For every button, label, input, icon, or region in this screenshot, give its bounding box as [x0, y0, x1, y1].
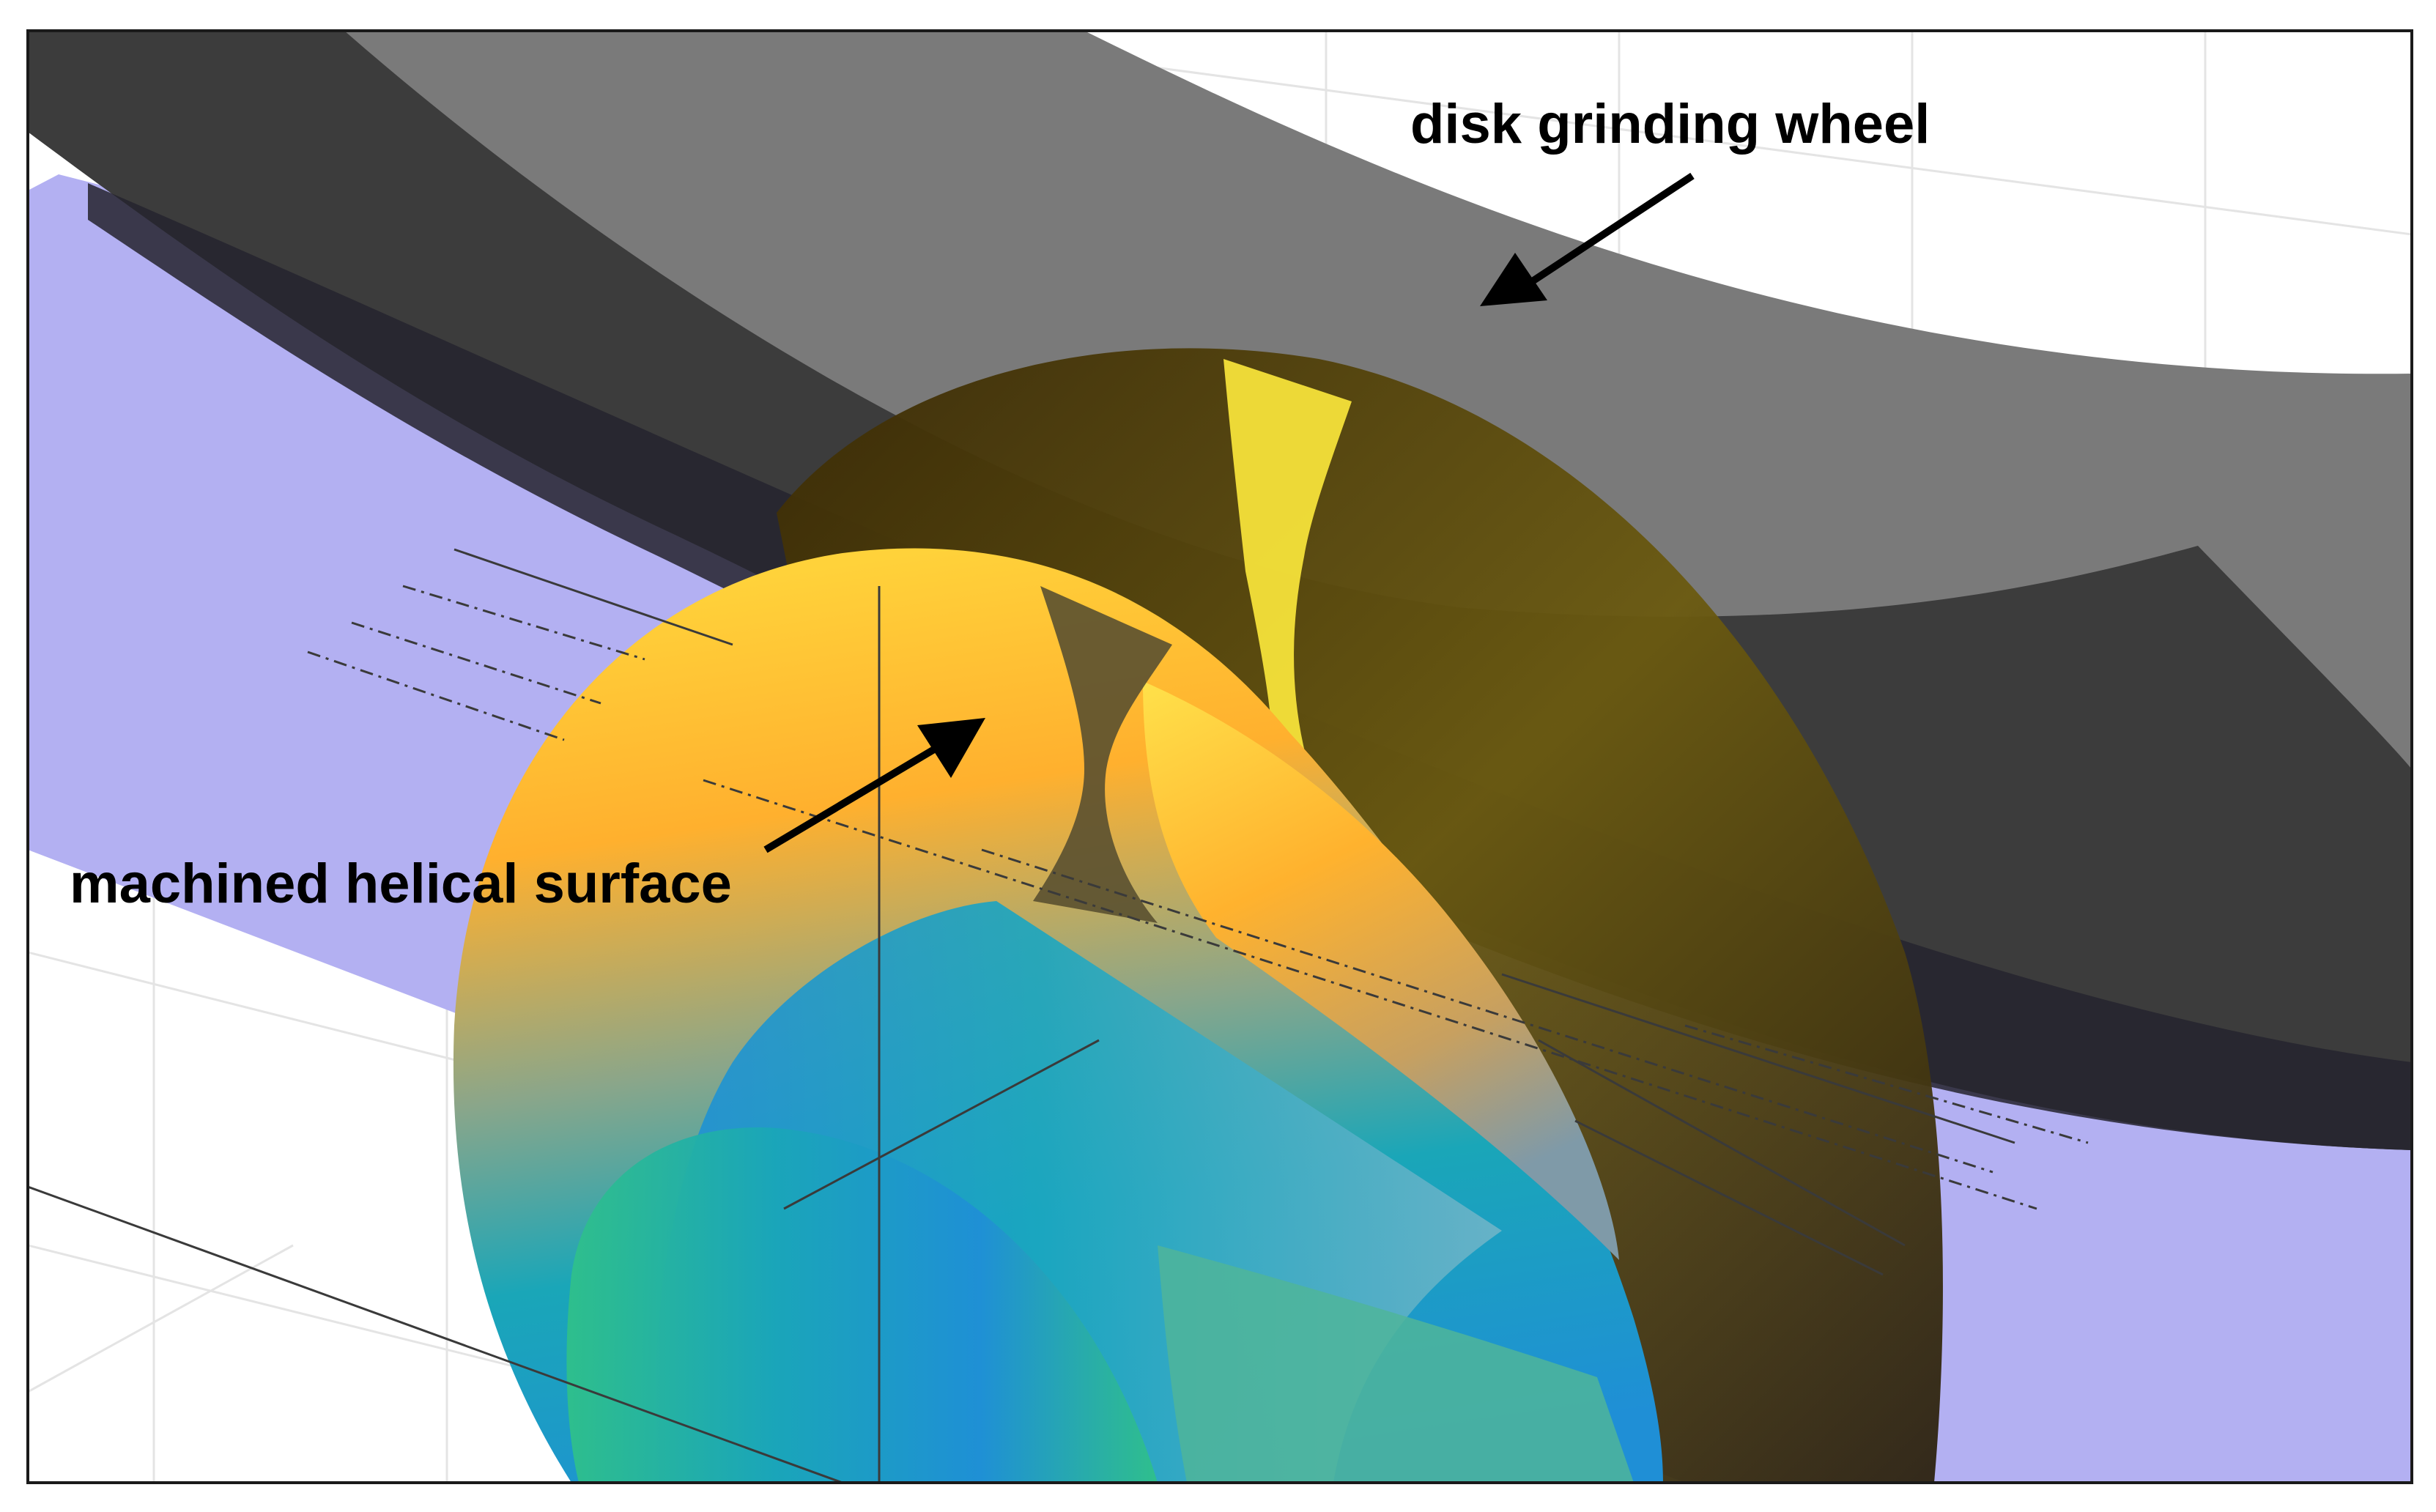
construction-lines	[28, 548, 2015, 1483]
dashed-lines	[307, 585, 2089, 1210]
machined-helical-surface-label: machined helical surface	[70, 853, 732, 915]
workpiece-lower-panel	[1158, 1245, 1634, 1483]
disk-grinding-wheel-label: disk grinding wheel	[1410, 93, 1930, 155]
grinding-wheel-edge	[88, 183, 2412, 1150]
workpiece-bottom-face	[566, 1127, 1158, 1483]
surface-arrow	[763, 718, 985, 853]
figure-frame	[26, 29, 2413, 1484]
helical-surface-right-flank	[1143, 681, 1619, 1260]
workpiece-back-tooth	[1223, 359, 1352, 784]
helical-tooth-gap	[1033, 586, 1172, 923]
wheel-arrow	[1480, 172, 1695, 306]
wheel-arrowhead-icon	[1480, 253, 1547, 306]
surface-arrowhead-icon	[917, 718, 985, 778]
